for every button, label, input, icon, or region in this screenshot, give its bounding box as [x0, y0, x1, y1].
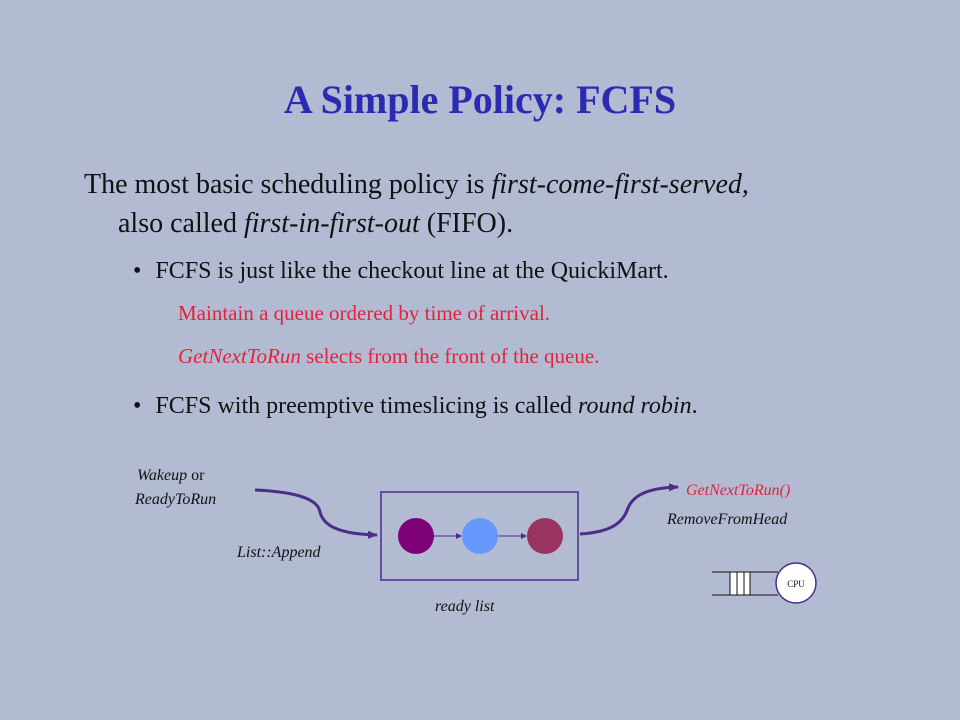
queue-item-3 — [527, 518, 563, 554]
bullet-marker: • — [133, 258, 142, 284]
intro-text-2: also called — [118, 208, 244, 239]
intro-emphasis-fcfs: first-come-first-served, — [491, 169, 749, 200]
cpu-node: CPU — [775, 562, 817, 604]
bullet-marker: • — [133, 393, 142, 419]
sub-item-text: selects from the front of the queue. — [300, 344, 600, 368]
cpu-label: CPU — [787, 579, 805, 589]
getnexttorun-label: GetNextToRun() — [686, 482, 791, 499]
enqueue-arrow — [254, 488, 378, 539]
cpu-queue-icon — [712, 571, 778, 596]
bullet-text: FCFS with preemptive timeslicing is call… — [155, 393, 579, 419]
bullet-emphasis: round robin — [578, 393, 692, 419]
append-label: List::Append — [237, 544, 321, 561]
slide-title: A Simple Policy: FCFS — [283, 77, 677, 122]
sub-item-2: GetNextToRun selects from the front of t… — [178, 344, 599, 369]
removefromhead-label: RemoveFromHead — [667, 511, 788, 528]
ready-list-label: ready list — [435, 598, 495, 615]
intro-text-3: (FIFO). — [419, 208, 514, 239]
intro-emphasis-fifo: first-in-first-out — [243, 208, 420, 239]
queue-item-1 — [398, 518, 434, 554]
queue-item-2 — [462, 518, 498, 554]
dequeue-arrow — [579, 483, 679, 536]
wakeup-text: Wakeup — [137, 467, 188, 484]
sub-item-1: Maintain a queue ordered by time of arri… — [178, 301, 550, 326]
intro-line-2: also called first-in-first-out (FIFO). — [118, 208, 513, 240]
intro-text-1: The most basic scheduling policy is — [84, 169, 492, 200]
bullet-text-end: . — [691, 393, 698, 419]
wakeup-label: Wakeup or — [137, 467, 204, 485]
ready-list-box — [380, 491, 579, 581]
intro-line-1: The most basic scheduling policy is firs… — [84, 169, 749, 201]
sub-item-emphasis: GetNextToRun — [178, 344, 301, 368]
sub-item-text: Maintain a queue ordered by time of arri… — [178, 301, 551, 325]
bullet-text: FCFS is just like the checkout line at t… — [155, 258, 669, 284]
bullet-item-2: • FCFS with preemptive timeslicing is cal… — [133, 393, 698, 420]
readytorun-label: ReadyToRun — [135, 491, 217, 508]
bullet-item-1: • FCFS is just like the checkout line at … — [133, 258, 669, 285]
or-text: or — [187, 467, 205, 484]
